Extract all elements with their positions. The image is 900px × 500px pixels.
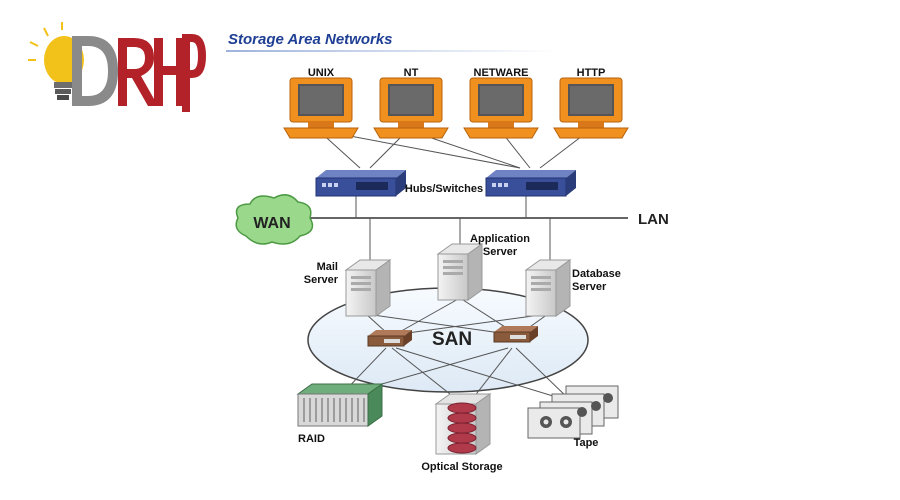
wan-label: WAN <box>253 215 290 232</box>
raid-label: RAID <box>298 433 325 445</box>
client-label: NETWARE <box>474 67 529 79</box>
optical-storage-label: Optical Storage <box>421 461 502 473</box>
san-switch-left <box>367 329 413 347</box>
wan-cloud: WAN <box>235 194 314 245</box>
logo-letter-h <box>154 38 185 106</box>
tape-storage <box>527 385 619 439</box>
lan-label: LAN <box>638 211 669 228</box>
title-underline <box>226 50 556 52</box>
hubs-label: Hubs/Switches <box>405 183 483 195</box>
application-server-label-1: Application <box>470 233 530 245</box>
optical-storage <box>434 393 492 455</box>
client-nt: NT <box>373 67 449 139</box>
san-label: SAN <box>432 329 472 350</box>
logo-letter-d <box>72 36 118 106</box>
client-label: UNIX <box>308 67 335 79</box>
san-switch-right <box>493 325 539 343</box>
client-netware: NETWARE <box>463 67 539 139</box>
hub-switch-left <box>315 169 407 197</box>
client-unix: UNIX <box>283 67 359 139</box>
hub-switch-right <box>485 169 577 197</box>
raid-storage <box>296 383 384 427</box>
application-server-label-2: Server <box>483 246 518 258</box>
drhp-logo <box>28 22 206 112</box>
client-http: HTTP <box>553 67 629 139</box>
tape-label: Tape <box>574 437 599 449</box>
mail-server-label-1: Mail <box>317 261 338 273</box>
client-label: HTTP <box>577 67 606 79</box>
mail-server <box>345 259 391 317</box>
logo-letter-r <box>118 38 158 106</box>
mail-server-label-2: Server <box>304 274 339 286</box>
client-links <box>317 129 591 169</box>
server-links <box>369 218 551 262</box>
database-server-label-2: Server <box>572 281 607 293</box>
hub-links <box>355 196 527 218</box>
client-label: NT <box>404 67 419 79</box>
database-server-label-1: Database <box>572 268 621 280</box>
logo-letter-p <box>182 34 206 112</box>
san-links <box>339 297 571 403</box>
page-title: Storage Area Networks <box>228 31 393 48</box>
application-server <box>437 243 483 301</box>
database-server <box>525 259 571 317</box>
